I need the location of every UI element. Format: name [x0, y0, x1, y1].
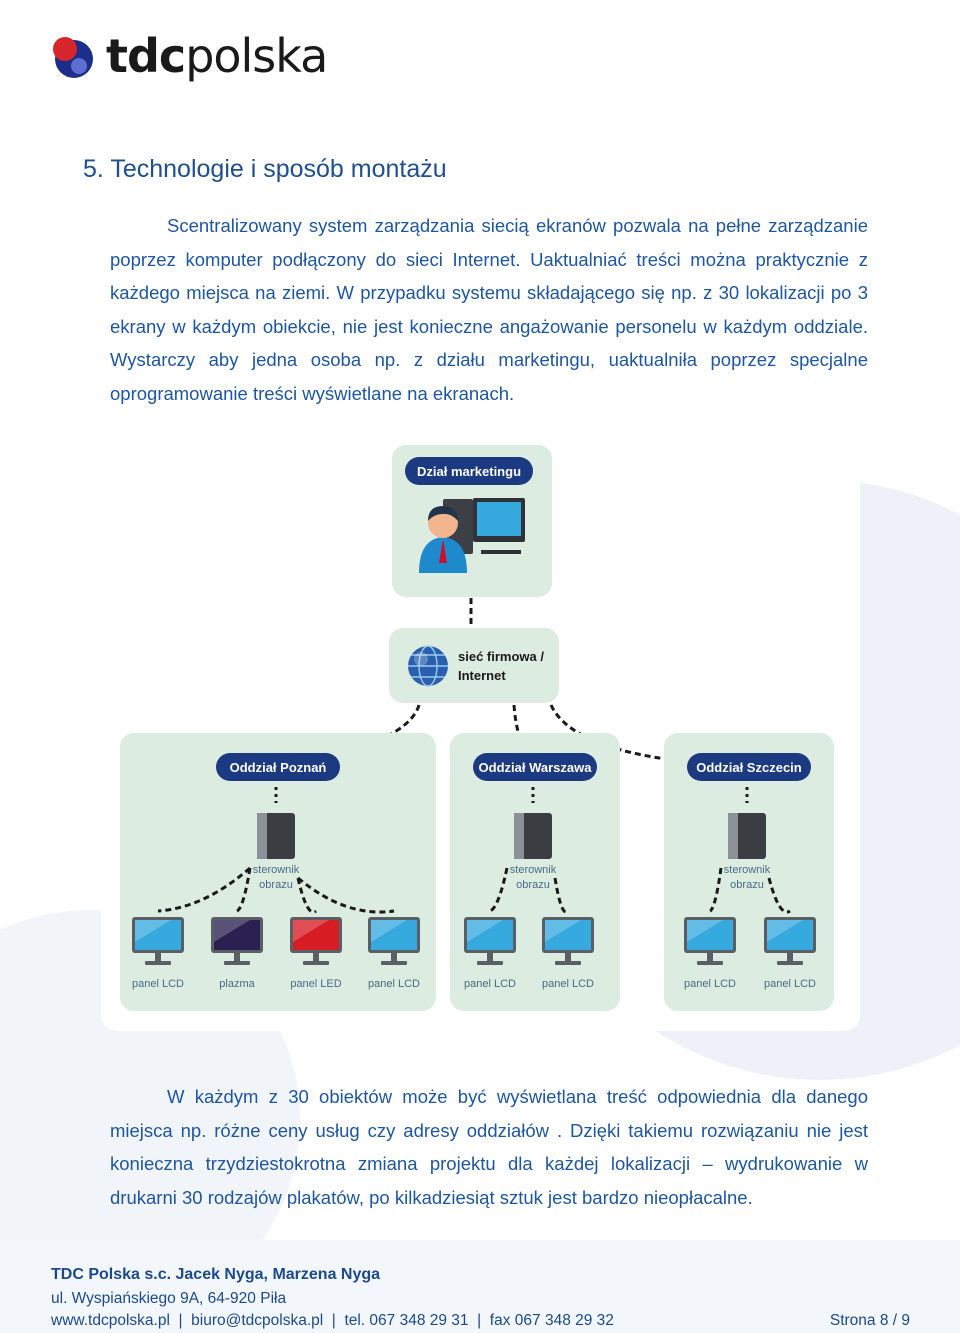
image-controller-icon	[514, 813, 552, 859]
branch-2: Oddział Warszawa sterownik obrazu panel LCD…	[450, 733, 620, 1011]
controller-to-panel-link	[157, 866, 251, 913]
panel-stand	[381, 961, 407, 965]
controller-label-line1: sterownik	[510, 864, 557, 876]
network-diagram-svg: Dział marketingu sieć firmowa / InternetOd…	[120, 445, 834, 1011]
panel-stand	[555, 961, 581, 965]
globe-shine	[414, 652, 428, 666]
panel-neck	[234, 953, 240, 961]
footer-address: ul. Wyspiańskiego 9A, 64-920 Piła	[51, 1290, 287, 1307]
footer-contact: www.tdcpolska.pl | biuro@tdcpolska.pl | …	[51, 1312, 614, 1329]
panel-stand	[303, 961, 329, 965]
section-title: 5. Technologie i sposób montażu	[83, 155, 447, 183]
panel-stand	[145, 961, 171, 965]
panel-screen	[293, 920, 339, 950]
person-hair	[428, 506, 458, 521]
globe-icon	[408, 645, 448, 687]
panel-neck	[565, 953, 571, 961]
panel-label: panel LCD	[464, 978, 516, 990]
branch-name: Oddział Poznań	[230, 760, 327, 775]
monitor-screen	[477, 502, 521, 536]
controller-to-panel-link	[489, 867, 509, 913]
controller-label-line1: sterownik	[724, 864, 771, 876]
controller-to-panel-link	[297, 876, 395, 914]
panel-neck	[787, 953, 793, 961]
branch-1: Oddział Poznań sterownik obrazu panel LCD pl…	[120, 733, 436, 1011]
image-controller-icon	[257, 813, 295, 859]
panel-neck	[313, 953, 319, 961]
network-label-line2: Internet	[458, 668, 506, 683]
panel-label: panel LCD	[684, 978, 736, 990]
controller-label-line2: obrazu	[516, 879, 550, 891]
branch-pill	[216, 753, 340, 781]
panel-glare	[371, 920, 407, 942]
panel-stand	[777, 961, 803, 965]
intro-paragraph: Scentralizowany system zarządzania sieci…	[110, 215, 868, 404]
display-panel-icon	[368, 917, 420, 965]
outro-paragraph: W każdym z 30 obiektów może być wyświetl…	[110, 1086, 868, 1208]
controller-side	[514, 813, 524, 859]
panel-glare	[467, 920, 503, 942]
logo-mark-icon	[53, 37, 93, 78]
person-head	[428, 508, 458, 538]
panel-label: panel LCD	[542, 978, 594, 990]
display-panel-icon	[464, 917, 516, 965]
logo-wordmark: tdcpolska	[106, 29, 328, 83]
marketing-pill	[405, 457, 533, 485]
controller-side	[728, 813, 738, 859]
link-network-warszawa	[512, 704, 528, 756]
person-tie	[439, 539, 447, 563]
panel-label: panel LCD	[132, 978, 184, 990]
controller-label-line2: obrazu	[259, 879, 293, 891]
panel-neck	[707, 953, 713, 961]
display-panel-icon	[290, 917, 342, 965]
workstation-icon	[419, 498, 525, 573]
image-controller-icon	[728, 813, 766, 859]
controller-label-line1: sterownik	[253, 864, 300, 876]
branch-name: Oddział Warszawa	[479, 760, 593, 775]
panel-label: panel LED	[290, 978, 341, 990]
panel-label: plazma	[219, 978, 255, 990]
panel-stand	[224, 961, 250, 965]
panel-label: panel LCD	[368, 978, 420, 990]
controller-label-line2: obrazu	[730, 879, 764, 891]
monitor-base	[481, 550, 521, 554]
controller-side	[257, 813, 267, 859]
panel-label: panel LCD	[764, 978, 816, 990]
company-logo: tdcpolska	[48, 29, 328, 83]
network-label-line1: sieć firmowa /	[458, 649, 544, 664]
footer: TDC Polska s.c. Jacek Nyga, Marzena Nyga…	[0, 1240, 960, 1333]
footer-company: TDC Polska s.c. Jacek Nyga, Marzena Nyga	[51, 1266, 381, 1283]
globe-parallels	[408, 654, 448, 678]
branch-3: Oddział Szczecin sterownik obrazu panel LCD…	[664, 733, 834, 1011]
panel-neck	[487, 953, 493, 961]
page-number: Strona 8 / 9	[829, 1312, 910, 1329]
branch-name: Oddział Szczecin	[696, 760, 802, 775]
panel-stand	[477, 961, 503, 965]
panel-glare	[293, 920, 329, 942]
panel-neck	[155, 953, 161, 961]
panel-neck	[391, 953, 397, 961]
panel-screen	[371, 920, 417, 950]
panel-screen	[467, 920, 513, 950]
marketing-label: Dział marketingu	[417, 464, 521, 479]
panel-stand	[697, 961, 723, 965]
